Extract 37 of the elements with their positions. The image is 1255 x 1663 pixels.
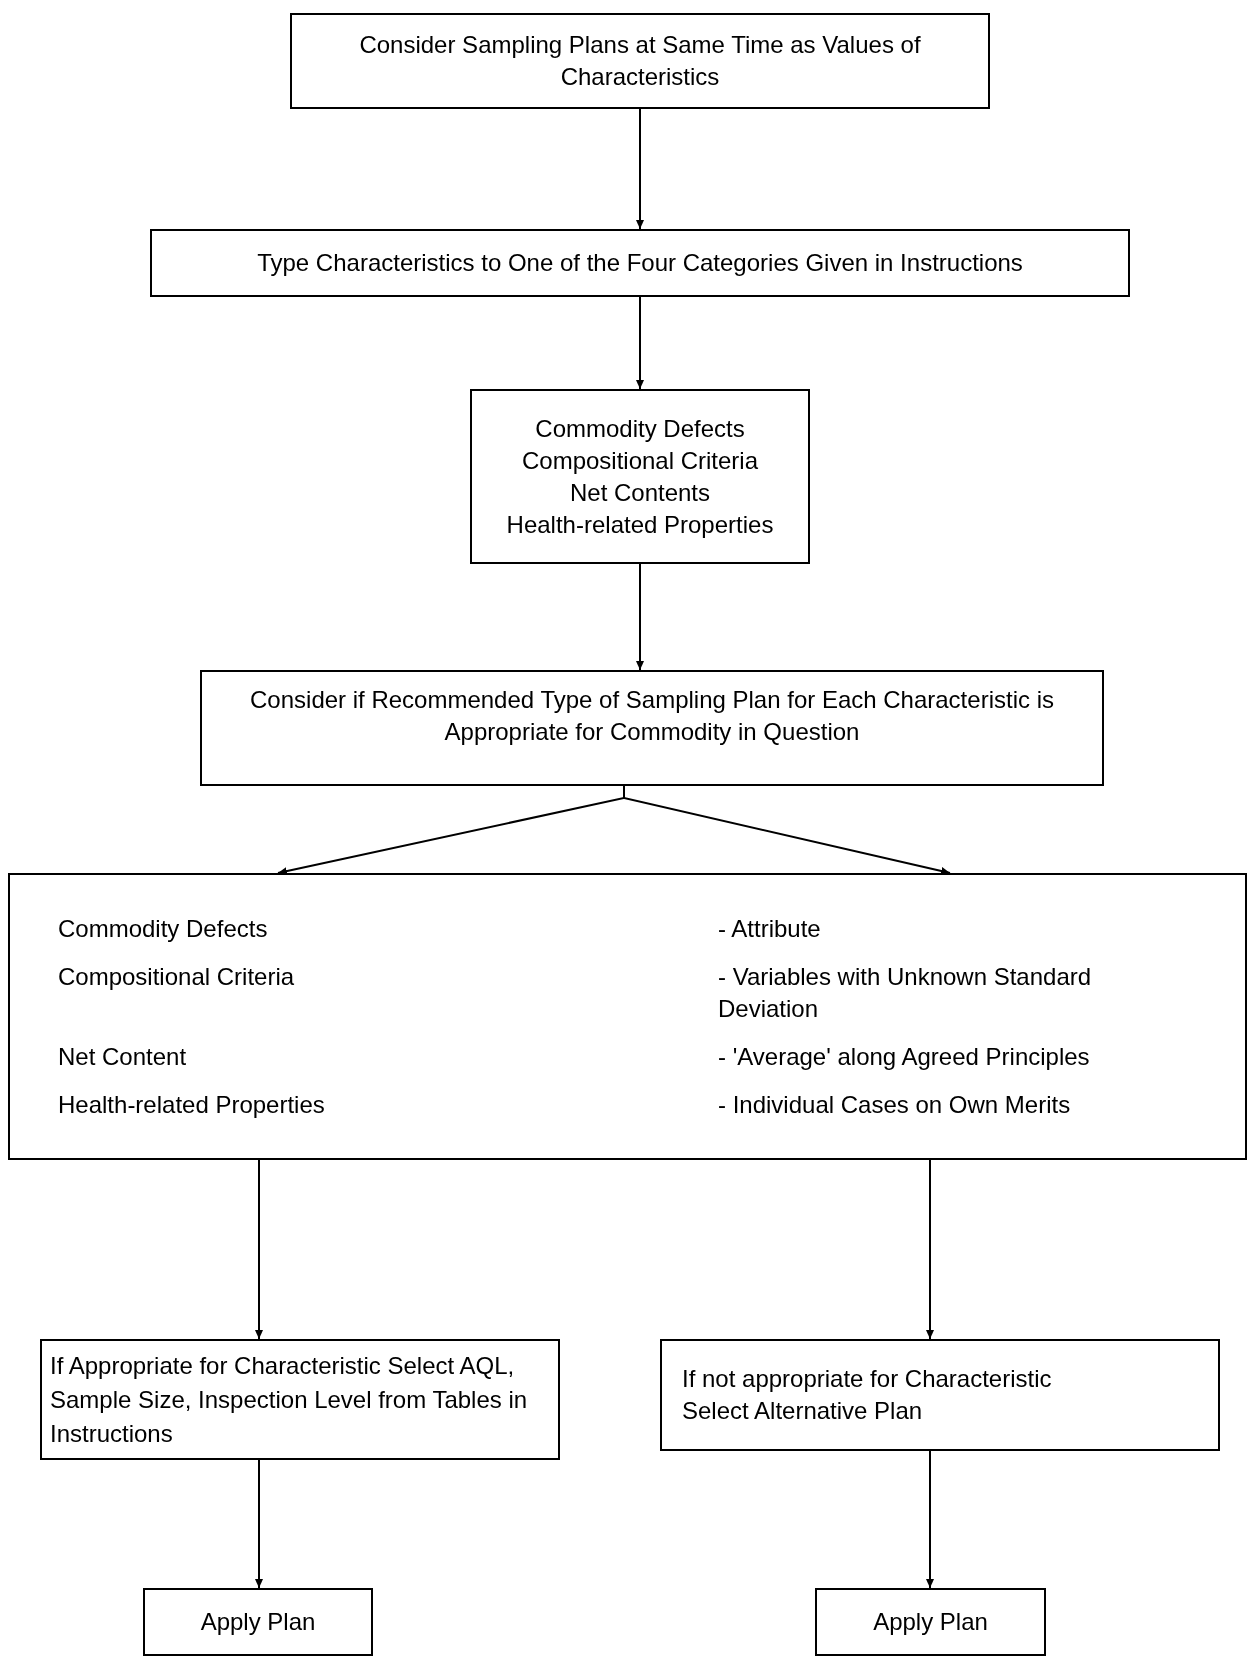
arrow xyxy=(926,1159,934,1340)
box-text: Net Contents xyxy=(569,477,711,508)
process-box xyxy=(200,670,1104,786)
arrow xyxy=(255,1459,263,1589)
arrow xyxy=(636,108,644,230)
process-box xyxy=(290,13,990,109)
arrow xyxy=(636,296,644,390)
process-box xyxy=(143,1588,373,1656)
box-text: If not appropriate for Characteristic xyxy=(682,1364,1053,1394)
process-box xyxy=(660,1339,1220,1451)
box-text: Commodity Defects xyxy=(58,913,269,944)
box-text: Compositional Criteria xyxy=(521,445,759,476)
process-box xyxy=(40,1339,560,1460)
box-text: - Variables with Unknown Standard Deviation xyxy=(718,961,1093,1024)
box-text: Type Characteristics to One of the Four Categories Given in Instructions xyxy=(257,248,1023,278)
arrow xyxy=(636,563,644,671)
process-box xyxy=(8,873,1247,1160)
box-text: Consider if Recommended Type of Sampling Plan for Each Characteristic is Appropriate for Commodity in Question xyxy=(249,685,1055,747)
box-text: - Attribute xyxy=(718,913,822,944)
box-text: Select Alternative Plan xyxy=(682,1396,924,1426)
box-text: Compositional Criteria xyxy=(58,961,296,992)
box-text: Health-related Properties xyxy=(506,509,774,540)
box-text: - 'Average' along Agreed Principles xyxy=(718,1041,1091,1072)
box-text: Commodity Defects xyxy=(535,413,745,444)
arrow xyxy=(255,1159,263,1340)
box-text: Health-related Properties xyxy=(58,1089,326,1120)
arrow xyxy=(623,785,951,875)
box-text: Apply Plan xyxy=(200,1607,316,1637)
box-text: Apply Plan xyxy=(873,1607,988,1637)
box-text: If Appropriate for Characteristic Select AQL, Sample Size, Inspection Level from Tables in Instructions xyxy=(50,1350,529,1449)
box-text: Net Content xyxy=(58,1041,188,1072)
process-box xyxy=(470,389,810,564)
box-text: Consider Sampling Plans at Same Time as Values of Characteristics xyxy=(358,30,922,92)
process-box xyxy=(150,229,1130,297)
process-box xyxy=(815,1588,1046,1656)
arrow xyxy=(926,1450,934,1589)
box-text: - Individual Cases on Own Merits xyxy=(718,1089,1072,1120)
